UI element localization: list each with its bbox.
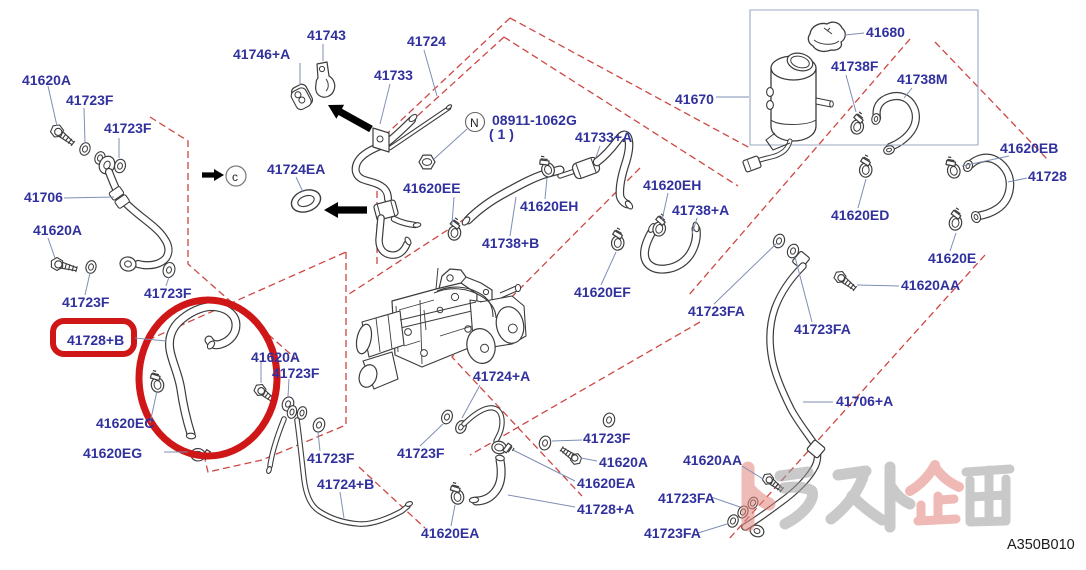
svg-text:41723F: 41723F [62, 294, 110, 310]
svg-text:N: N [470, 116, 479, 130]
svg-text:41723F: 41723F [272, 365, 320, 381]
svg-text:41620ED: 41620ED [831, 207, 889, 223]
svg-text:41680: 41680 [866, 24, 905, 40]
svg-text:41620EG: 41620EG [83, 445, 142, 461]
svg-text:41738+A: 41738+A [672, 202, 729, 218]
svg-text:41620EF: 41620EF [574, 284, 631, 300]
svg-text:41723F: 41723F [397, 445, 445, 461]
svg-text:41746+A: 41746+A [233, 46, 290, 62]
svg-text:41733+A: 41733+A [575, 129, 632, 145]
svg-text:41620A: 41620A [599, 454, 648, 470]
svg-text:41620EE: 41620EE [403, 180, 461, 196]
svg-text:41620A: 41620A [22, 72, 71, 88]
svg-text:41723F: 41723F [307, 450, 355, 466]
svg-text:08911-1062G: 08911-1062G [492, 112, 577, 128]
svg-text:41620A: 41620A [251, 349, 300, 365]
svg-text:41620EH: 41620EH [643, 177, 701, 193]
svg-text:41620AA: 41620AA [683, 452, 742, 468]
svg-text:41724+A: 41724+A [473, 368, 530, 384]
svg-text:c: c [232, 170, 238, 184]
svg-text:41723FA: 41723FA [688, 303, 745, 319]
svg-text:41723F: 41723F [66, 92, 114, 108]
svg-text:41738F: 41738F [831, 58, 879, 74]
svg-text:41723F: 41723F [583, 430, 631, 446]
svg-text:41670: 41670 [675, 91, 714, 107]
svg-text:41738M: 41738M [897, 71, 948, 87]
svg-text:41620E: 41620E [928, 250, 976, 266]
svg-text:41724: 41724 [407, 33, 446, 49]
svg-text:41738+B: 41738+B [482, 235, 539, 251]
svg-text:41723FA: 41723FA [794, 321, 851, 337]
svg-text:A350B010: A350B010 [1007, 537, 1075, 553]
svg-text:41728+B: 41728+B [67, 332, 124, 348]
svg-text:41620EC: 41620EC [96, 415, 154, 431]
svg-text:41706: 41706 [24, 189, 63, 205]
svg-text:41724+B: 41724+B [317, 476, 374, 492]
svg-text:41620EB: 41620EB [1000, 140, 1058, 156]
svg-text:41728+A: 41728+A [577, 501, 634, 517]
svg-text:41723FA: 41723FA [658, 490, 715, 506]
svg-text:41724EA: 41724EA [267, 161, 325, 177]
svg-text:41728: 41728 [1028, 168, 1067, 184]
svg-text:41620EA: 41620EA [577, 475, 635, 491]
svg-text:41743: 41743 [307, 27, 346, 43]
svg-text:( 1 ): ( 1 ) [489, 126, 514, 142]
svg-text:41620EA: 41620EA [421, 525, 479, 541]
svg-text:41723F: 41723F [104, 120, 152, 136]
svg-text:41723FA: 41723FA [644, 525, 701, 541]
svg-text:41620AA: 41620AA [901, 277, 960, 293]
svg-text:41620EH: 41620EH [520, 198, 578, 214]
svg-text:41723F: 41723F [144, 285, 192, 301]
svg-text:41733: 41733 [374, 67, 413, 83]
svg-text:41706+A: 41706+A [836, 393, 893, 409]
svg-text:41620A: 41620A [33, 222, 82, 238]
